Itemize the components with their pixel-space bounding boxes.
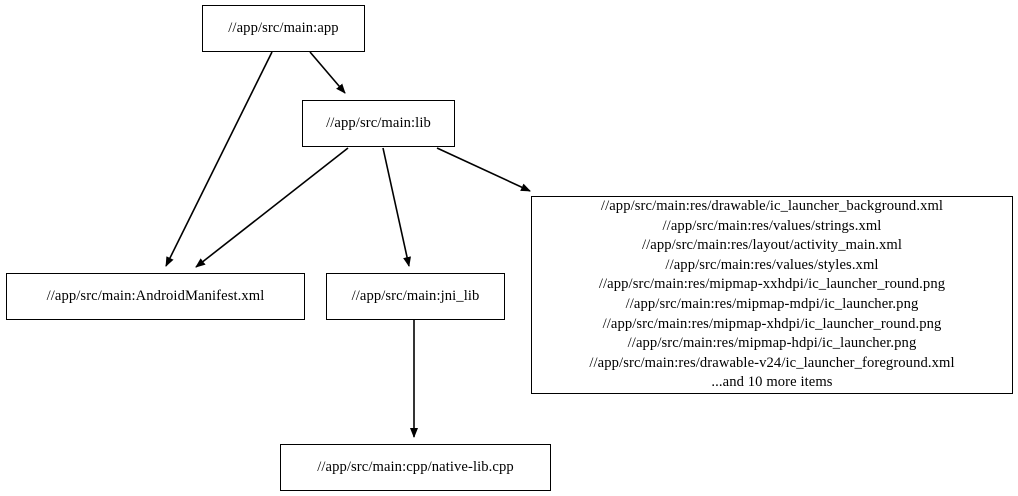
graph-node-app[interactable]: //app/src/main:app: [202, 5, 365, 52]
graph-node-jni-lib-label: //app/src/main:jni_lib: [351, 287, 480, 304]
edge-lib-to-resources: [436, 147, 531, 192]
graph-node-lib-label: //app/src/main:lib: [326, 114, 431, 131]
graph-node-native-lib-cpp[interactable]: //app/src/main:cpp/native-lib.cpp: [280, 444, 551, 491]
graph-node-app-label: //app/src/main:app: [228, 19, 339, 36]
edge-lib-to-manifest: [195, 147, 349, 268]
graph-node-resources-label: //app/src/main:res/drawable/ic_launcher_…: [589, 198, 955, 391]
graph-node-android-manifest-label: //app/src/main:AndroidManifest.xml: [46, 287, 265, 304]
graph-node-resources[interactable]: //app/src/main:res/drawable/ic_launcher_…: [531, 196, 1013, 394]
edge-app-to-lib: [309, 51, 346, 94]
graph-node-jni-lib[interactable]: //app/src/main:jni_lib: [326, 273, 505, 320]
edge-app-to-manifest: [165, 51, 273, 267]
graph-node-android-manifest[interactable]: //app/src/main:AndroidManifest.xml: [6, 273, 305, 320]
graph-node-native-lib-cpp-label: //app/src/main:cpp/native-lib.cpp: [317, 458, 514, 475]
edge-lib-to-jni-lib: [382, 147, 411, 267]
graph-node-lib[interactable]: //app/src/main:lib: [302, 100, 455, 147]
